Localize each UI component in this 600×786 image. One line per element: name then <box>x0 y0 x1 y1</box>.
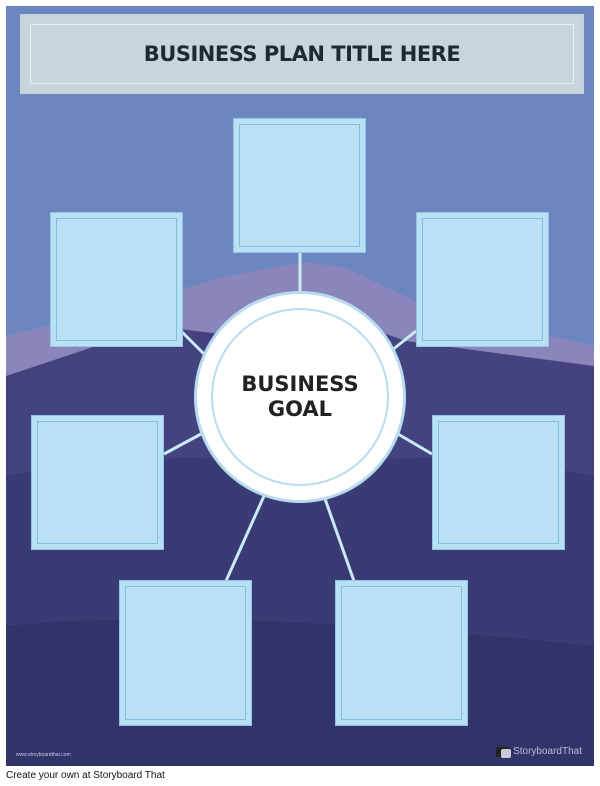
footer-url: www.storyboardthat.com <box>16 752 71 758</box>
idea-box-top[interactable] <box>233 118 366 253</box>
goal-circle[interactable]: BUSINESS GOAL <box>194 291 406 503</box>
logo-text: StoryboardThat <box>513 746 582 757</box>
idea-box-upper-left[interactable] <box>50 212 183 347</box>
caption-link[interactable]: Create your own at Storyboard That <box>6 770 165 781</box>
idea-box-bottom-left[interactable] <box>119 580 252 726</box>
idea-box-middle-right[interactable] <box>432 415 565 550</box>
title-box[interactable]: BUSINESS PLAN TITLE HERE <box>20 14 584 94</box>
storyboardthat-logo: StoryboardThat <box>496 746 582 758</box>
idea-box-upper-right[interactable] <box>416 212 549 347</box>
idea-box-middle-left[interactable] <box>31 415 164 550</box>
goal-text[interactable]: BUSINESS GOAL <box>211 308 389 486</box>
poster-canvas: BUSINESS PLAN TITLE HERE BUSINESS GOAL w… <box>6 6 594 766</box>
plan-title[interactable]: BUSINESS PLAN TITLE HERE <box>30 24 574 84</box>
speech-bubble-icon <box>496 746 512 758</box>
idea-box-bottom-right[interactable] <box>335 580 468 726</box>
